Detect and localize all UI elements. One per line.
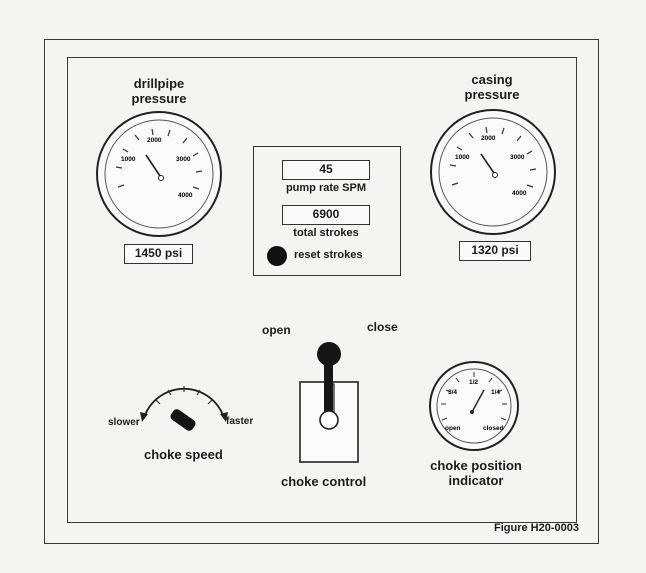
casing-gauge-face <box>438 117 548 227</box>
drillpipe-gauge-face <box>104 119 214 229</box>
choke-position-title-line1: choke position <box>430 458 522 473</box>
slower-arrowhead <box>140 412 148 422</box>
choke-speed-dial <box>140 386 228 431</box>
outer-frame <box>44 39 599 544</box>
casing-title-line2: pressure <box>464 87 520 102</box>
choke-position-ticks <box>441 372 507 421</box>
drillpipe-scale-3000: 3000 <box>176 156 191 163</box>
choke-position-bezel <box>429 361 519 451</box>
drillpipe-pressure-readout: 1450 psi <box>124 244 193 264</box>
casing-pressure-gauge: 1000 2000 3000 4000 <box>430 109 556 235</box>
choke-lever-pivot <box>319 410 339 430</box>
choke-close-label: close <box>367 320 398 334</box>
control-panel-frame <box>67 57 577 523</box>
reset-strokes-label: reset strokes <box>294 249 363 261</box>
casing-gauge-hub <box>492 172 498 178</box>
drillpipe-title-line1: drillpipe <box>133 76 185 91</box>
choke-position-scale-1-4: 1/4 <box>491 389 500 396</box>
choke-control-title: choke control <box>281 474 367 489</box>
choke-position-needle <box>471 389 485 413</box>
pump-rate-display: 45 <box>282 160 370 180</box>
drillpipe-pressure-gauge: 1000 2000 3000 4000 <box>96 111 222 237</box>
drillpipe-title-line2: pressure <box>131 91 187 106</box>
figure-caption: Figure H20-0003 <box>494 522 579 534</box>
choke-position-closed-label: closed <box>483 425 504 432</box>
casing-gauge-ticks <box>449 126 537 188</box>
drillpipe-scale-1000: 1000 <box>121 156 136 163</box>
choke-lever-shaft <box>324 360 333 412</box>
drillpipe-gauge-title: drillpipe pressure <box>99 76 219 106</box>
choke-lever-knob <box>317 342 341 366</box>
choke-position-open-label: open <box>445 425 461 432</box>
casing-pressure-readout: 1320 psi <box>459 241 531 261</box>
casing-scale-1000: 1000 <box>455 154 470 161</box>
slower-label: slower <box>108 417 140 428</box>
choke-position-title: choke position indicator <box>414 458 538 488</box>
choke-position-face <box>436 368 512 444</box>
faster-label: faster <box>226 416 254 427</box>
drillpipe-scale-4000: 4000 <box>178 192 193 199</box>
choke-position-scale-1-2: 1/2 <box>469 379 478 386</box>
choke-control-lever[interactable] <box>292 338 372 468</box>
reset-strokes-button[interactable] <box>267 246 287 266</box>
casing-scale-4000: 4000 <box>512 190 527 197</box>
total-strokes-display: 6900 <box>282 205 370 225</box>
choke-position-hub <box>470 410 474 414</box>
drillpipe-gauge-hub <box>158 175 164 181</box>
choke-speed-title: choke speed <box>144 447 223 462</box>
choke-position-scale-3-4: 3/4 <box>448 389 457 396</box>
casing-scale-3000: 3000 <box>510 154 525 161</box>
choke-position-title-line2: indicator <box>448 473 504 488</box>
casing-gauge-needle <box>480 153 497 177</box>
drillpipe-gauge-needle <box>145 154 163 180</box>
casing-scale-2000: 2000 <box>481 135 496 142</box>
casing-gauge-title: casing pressure <box>432 72 552 102</box>
drillpipe-scale-2000: 2000 <box>147 137 162 144</box>
casing-title-line1: casing <box>471 72 513 87</box>
choke-open-label: open <box>262 323 291 337</box>
pump-rate-label: pump rate SPM <box>285 182 367 194</box>
choke-speed-ticks <box>155 386 213 405</box>
faster-arrowhead <box>220 412 228 422</box>
pump-panel <box>253 146 401 276</box>
choke-speed-knob <box>170 409 196 431</box>
drillpipe-gauge-ticks <box>115 128 203 190</box>
choke-position-gauge: 3/4 1/2 1/4 open closed <box>429 361 519 451</box>
total-strokes-label: total strokes <box>293 227 359 239</box>
